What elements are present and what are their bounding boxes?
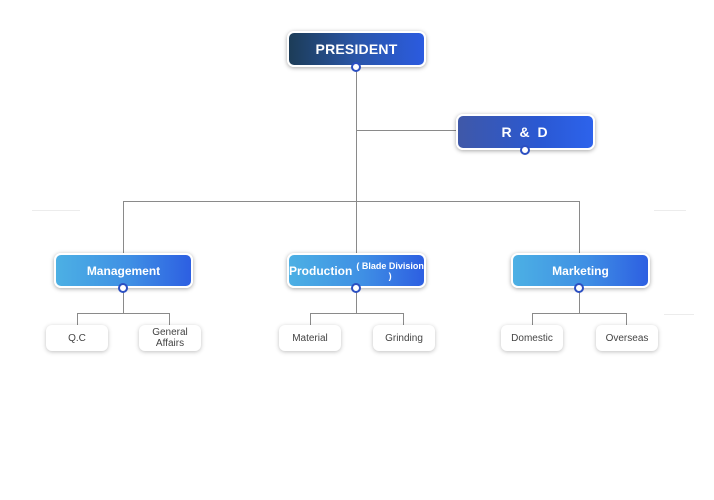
connector-general-affairs-drop xyxy=(169,313,170,325)
marketing-label: Marketing xyxy=(552,263,609,278)
management-label: Management xyxy=(86,263,161,278)
decorative-rule-right xyxy=(654,210,686,211)
connector-marketing-stem xyxy=(579,288,580,313)
overseas-node: Overseas xyxy=(596,325,658,351)
connector-production-split xyxy=(310,313,404,314)
general-affairs-node: General Affairs xyxy=(139,325,201,351)
connector-president-trunk xyxy=(356,67,357,253)
production-label: Production xyxy=(289,263,353,278)
decorative-rule-left xyxy=(32,210,80,211)
rd-label: R & D xyxy=(501,124,550,140)
qc-label: Q.C xyxy=(68,332,86,344)
material-label: Material xyxy=(292,332,328,344)
domestic-label: Domestic xyxy=(511,332,553,344)
decorative-rule-right-lower xyxy=(664,314,694,315)
connector-production-stem xyxy=(356,288,357,313)
connector-overseas-drop xyxy=(626,313,627,325)
connector-management-stem xyxy=(123,288,124,313)
production-division-note: ( Blade Division ) xyxy=(356,260,424,281)
management-connector-dot xyxy=(118,283,128,293)
connector-department-bus xyxy=(123,201,579,202)
management-node: Management xyxy=(54,253,193,288)
connector-grinding-drop xyxy=(403,313,404,325)
marketing-node: Marketing xyxy=(511,253,650,288)
connector-management-split xyxy=(77,313,170,314)
connector-domestic-drop xyxy=(532,313,533,325)
connector-management-drop xyxy=(123,201,124,253)
general-affairs-label: General Affairs xyxy=(152,327,188,349)
connector-qc-drop xyxy=(77,313,78,325)
president-connector-dot xyxy=(351,62,361,72)
production-connector-dot xyxy=(351,283,361,293)
connector-material-drop xyxy=(310,313,311,325)
domestic-node: Domestic xyxy=(501,325,563,351)
marketing-connector-dot xyxy=(574,283,584,293)
rd-connector-dot xyxy=(520,145,530,155)
overseas-label: Overseas xyxy=(605,332,649,344)
connector-marketing-split xyxy=(532,313,627,314)
president-node: PRESIDENT xyxy=(287,31,426,67)
grinding-label: Grinding xyxy=(385,332,423,344)
president-label: PRESIDENT xyxy=(315,41,398,57)
qc-node: Q.C xyxy=(46,325,108,351)
connector-marketing-drop xyxy=(579,201,580,253)
grinding-node: Grinding xyxy=(373,325,435,351)
connector-rd-branch xyxy=(356,130,457,131)
material-node: Material xyxy=(279,325,341,351)
